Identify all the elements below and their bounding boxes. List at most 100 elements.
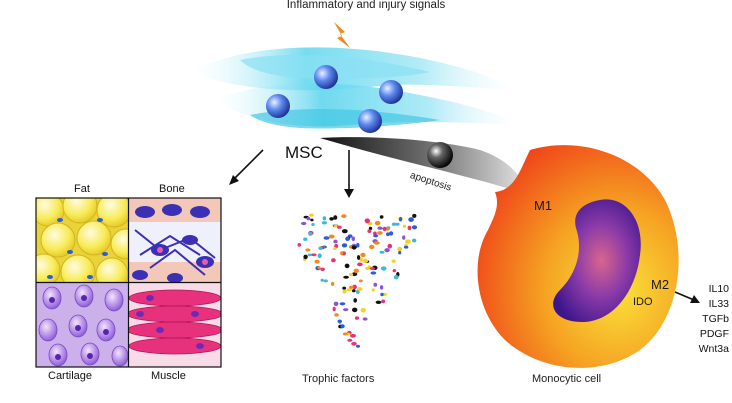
trophic-factor-dot: [373, 234, 379, 238]
trophic-factor-dot: [310, 218, 314, 222]
bone-tile: [129, 198, 221, 282]
trophic-factor-dot: [380, 266, 387, 271]
trophic-factors-cloud: [297, 213, 418, 348]
trophic-factor-dot: [353, 268, 359, 273]
trophic-factor-dot: [373, 241, 380, 245]
trophic-factor-dot: [402, 235, 406, 240]
trophic-factor-dot: [333, 301, 339, 306]
lightning-icon: [334, 22, 350, 48]
trophic-factor-dot: [358, 279, 363, 283]
trophic-factor-dot: [386, 227, 390, 231]
trophic-factor-dot: [348, 273, 354, 276]
trophic-factor-dot: [310, 253, 317, 257]
trophic-factor-dot: [352, 307, 358, 313]
trophic-factor-dot: [412, 213, 417, 218]
trophic-factor-dot: [367, 229, 372, 234]
trophic-factor-dot: [356, 242, 360, 248]
trophic-factor-dot: [303, 254, 308, 260]
arrows: [229, 149, 700, 303]
trophic-factor-dot: [314, 259, 320, 264]
trophic-factor-dot: [328, 234, 335, 239]
trophic-factor-dot: [364, 218, 370, 224]
trophic-factor-dot: [386, 232, 390, 237]
trophic-factor-dot: [331, 258, 336, 263]
trophic-factor-dot: [377, 226, 383, 230]
trophic-factor-dot: [351, 245, 357, 250]
trophic-factor-dot: [308, 231, 313, 236]
trophic-factor-dot: [337, 319, 342, 323]
trophic-factor-dot: [360, 308, 366, 313]
trophic-factor-dot: [329, 217, 334, 221]
trophic-factor-dot: [398, 216, 403, 222]
trophic-factor-dot: [379, 215, 384, 219]
trophic-factor-dot: [339, 302, 346, 306]
trophic-factor-dot: [333, 215, 338, 220]
trophic-factor-dot: [398, 251, 402, 255]
msc-label: MSC: [285, 143, 323, 162]
trophic-factor-dot: [330, 281, 335, 286]
trophic-factor-dot: [359, 257, 363, 262]
trophic-factor-dot: [317, 253, 322, 258]
trophic-factor-dot: [355, 289, 360, 294]
trophic-factor-dot: [342, 286, 347, 290]
cytokine-il33: IL33: [708, 298, 729, 310]
trophic-factor-dot: [321, 221, 328, 225]
trophic-factor-dot: [362, 317, 368, 321]
trophic-factor-dot: [334, 313, 339, 317]
trophic-factor-dot: [380, 292, 384, 297]
trophic-factor-dot: [301, 221, 307, 226]
trophic-factor-dot: [352, 289, 356, 293]
trophic-factor-dot: [397, 246, 403, 252]
trophic-factor-dot: [370, 271, 377, 275]
trophic-factor-dot: [395, 222, 400, 226]
trophic-factors-label: Trophic factors: [302, 373, 375, 385]
trophic-factor-dot: [377, 231, 383, 235]
trophic-factor-dot: [307, 253, 312, 257]
trophic-factor-dot: [332, 306, 336, 312]
trophic-factor-dot: [402, 224, 407, 228]
trophic-factor-dot: [323, 236, 330, 240]
trophic-factor-dot: [350, 333, 356, 338]
m1-label: M1: [534, 198, 553, 213]
muscle-label: Muscle: [151, 370, 186, 382]
msc-cells: [266, 65, 403, 133]
trophic-factor-dot: [360, 252, 366, 258]
trophic-factor-dot: [318, 246, 323, 250]
trophic-factor-dot: [351, 342, 357, 346]
trophic-factor-dot: [375, 300, 382, 304]
trophic-factor-dot: [346, 288, 353, 292]
nucleus: [553, 199, 641, 323]
trophic-factor-dot: [303, 237, 308, 241]
m2-label: M2: [651, 277, 670, 292]
trophic-factor-dot: [371, 288, 375, 292]
trophic-factor-dot: [340, 251, 344, 256]
trophic-factor-dot: [387, 243, 393, 249]
trophic-factor-dot: [408, 217, 414, 223]
trophic-factor-dot: [373, 282, 378, 287]
monocytic-cell-label: Monocytic cell: [532, 373, 602, 385]
trophic-factor-dot: [306, 216, 311, 221]
trophic-factor-dot: [379, 285, 384, 290]
trophic-factor-dot: [341, 214, 347, 219]
monocytic-cell: [477, 145, 679, 368]
trophic-factor-dot: [391, 222, 397, 226]
cytokine-pdgf: PDGF: [699, 328, 729, 340]
trophic-factor-dot: [342, 332, 348, 336]
bone-label: Bone: [159, 183, 185, 195]
trophic-factor-dot: [374, 221, 381, 226]
trophic-factor-dot: [407, 225, 412, 231]
differentiation-panel: [35, 197, 222, 368]
fat-tile: [36, 198, 128, 282]
trophic-factor-dot: [379, 250, 385, 254]
trophic-factor-dot: [341, 243, 348, 248]
trophic-factor-dot: [357, 287, 363, 291]
signals-label: Inflammatory and injury signals: [286, 0, 446, 11]
trophic-factor-dot: [384, 248, 390, 253]
trophic-factor-dot: [356, 344, 360, 348]
trophic-factor-dot: [345, 236, 350, 241]
trophic-factor-dot: [405, 239, 411, 244]
trophic-factor-dot: [297, 243, 302, 247]
trophic-factor-dot: [343, 275, 349, 279]
trophic-factor-dot: [369, 244, 375, 250]
